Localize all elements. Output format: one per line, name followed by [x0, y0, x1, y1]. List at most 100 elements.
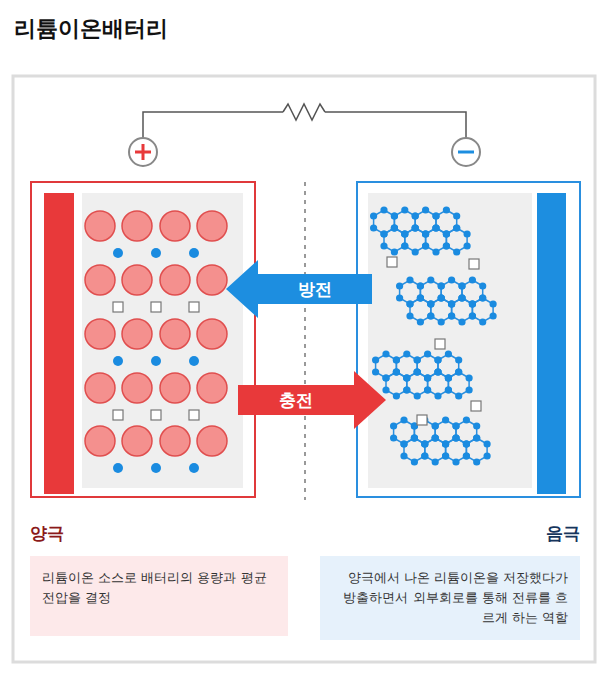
graphite-ring [384, 228, 405, 252]
carbon-atom [417, 294, 424, 301]
graphite-ring [405, 228, 426, 252]
cathode-lattice [85, 211, 227, 473]
carbon-atom [452, 422, 459, 429]
carbon-atom [382, 386, 389, 393]
carbon-atom [422, 230, 429, 237]
cathode-atom [122, 265, 152, 295]
carbon-atom [432, 212, 439, 219]
carbon-atom [417, 318, 424, 325]
carbon-atom [434, 356, 441, 363]
carbon-atom [434, 368, 441, 375]
carbon-atom [370, 212, 377, 219]
carbon-atom [458, 318, 465, 325]
carbon-atom [443, 206, 450, 213]
carbon-atom [453, 248, 460, 255]
anode-collector [537, 193, 566, 494]
graphite-ring [428, 372, 449, 396]
carbon-atom [412, 224, 419, 231]
carbon-atom [463, 452, 470, 459]
carbon-atom [393, 356, 400, 363]
carbon-atom [406, 300, 413, 307]
carbon-atom [422, 230, 429, 237]
carbon-atom [403, 374, 410, 381]
carbon-atom [411, 434, 418, 441]
carbon-atom [445, 374, 452, 381]
graphite-ring [426, 228, 447, 252]
vacancy [469, 259, 479, 269]
carbon-atom [466, 374, 473, 381]
carbon-atom [422, 206, 429, 213]
plus-sign [135, 144, 151, 160]
carbon-atom [427, 300, 434, 307]
carbon-atom [443, 230, 450, 237]
negative-terminal [452, 138, 480, 166]
carbon-atom [484, 452, 491, 459]
carbon-atom [391, 212, 398, 219]
carbon-atom [452, 434, 459, 441]
carbon-atom [400, 452, 407, 459]
carbon-atom [463, 440, 470, 447]
carbon-atom [421, 452, 428, 459]
carbon-atom [445, 386, 452, 393]
carbon-atom [417, 282, 424, 289]
carbon-atom [464, 242, 471, 249]
vacancy [113, 302, 123, 312]
carbon-atom [401, 230, 408, 237]
cathode-atom [85, 265, 115, 295]
carbon-atom [393, 356, 400, 363]
wire [143, 112, 283, 138]
lithium-ion [151, 356, 161, 366]
carbon-atom [417, 282, 424, 289]
carbon-atom [442, 452, 449, 459]
carbon-atom [434, 356, 441, 363]
carbon-atom [469, 276, 476, 283]
lithium-ion [189, 356, 199, 366]
carbon-atom [463, 452, 470, 459]
anode-ground [368, 193, 532, 488]
resistor-symbol [283, 104, 325, 120]
anode-lattice [370, 206, 497, 465]
carbon-atom [453, 212, 460, 219]
carbon-atom [382, 350, 389, 357]
carbon-atom [466, 386, 473, 393]
carbon-atom [372, 356, 379, 363]
cathode-panel [31, 182, 255, 497]
carbon-atom [452, 434, 459, 441]
carbon-atom [463, 440, 470, 447]
arrow-label: 방전 [298, 278, 332, 301]
carbon-atom [401, 206, 408, 213]
carbon-atom [455, 356, 462, 363]
carbon-atom [401, 230, 408, 237]
carbon-atom [432, 224, 439, 231]
carbon-atom [445, 374, 452, 381]
arrow-body [238, 371, 386, 429]
carbon-atom [458, 282, 465, 289]
carbon-atom [438, 294, 445, 301]
carbon-atom [442, 440, 449, 447]
vacancy [113, 410, 123, 420]
carbon-atom [424, 350, 431, 357]
carbon-atom [438, 294, 445, 301]
carbon-atom [391, 212, 398, 219]
carbon-atom [422, 242, 429, 249]
carbon-atom [434, 392, 441, 399]
carbon-atom [403, 374, 410, 381]
vacancy [417, 415, 427, 425]
carbon-atom [463, 440, 470, 447]
carbon-atom [412, 224, 419, 231]
cathode-atom [85, 426, 115, 456]
carbon-atom [448, 312, 455, 319]
carbon-atom [370, 224, 377, 231]
carbon-atom [390, 434, 397, 441]
carbon-atom [448, 300, 455, 307]
carbon-atom [422, 230, 429, 237]
carbon-atom [421, 440, 428, 447]
carbon-atom [401, 242, 408, 249]
carbon-atom [424, 374, 431, 381]
carbon-atom [464, 230, 471, 237]
carbon-atom [427, 300, 434, 307]
carbon-atom [432, 434, 439, 441]
cathode-atom [85, 211, 115, 241]
carbon-atom [424, 386, 431, 393]
carbon-atom [422, 242, 429, 249]
